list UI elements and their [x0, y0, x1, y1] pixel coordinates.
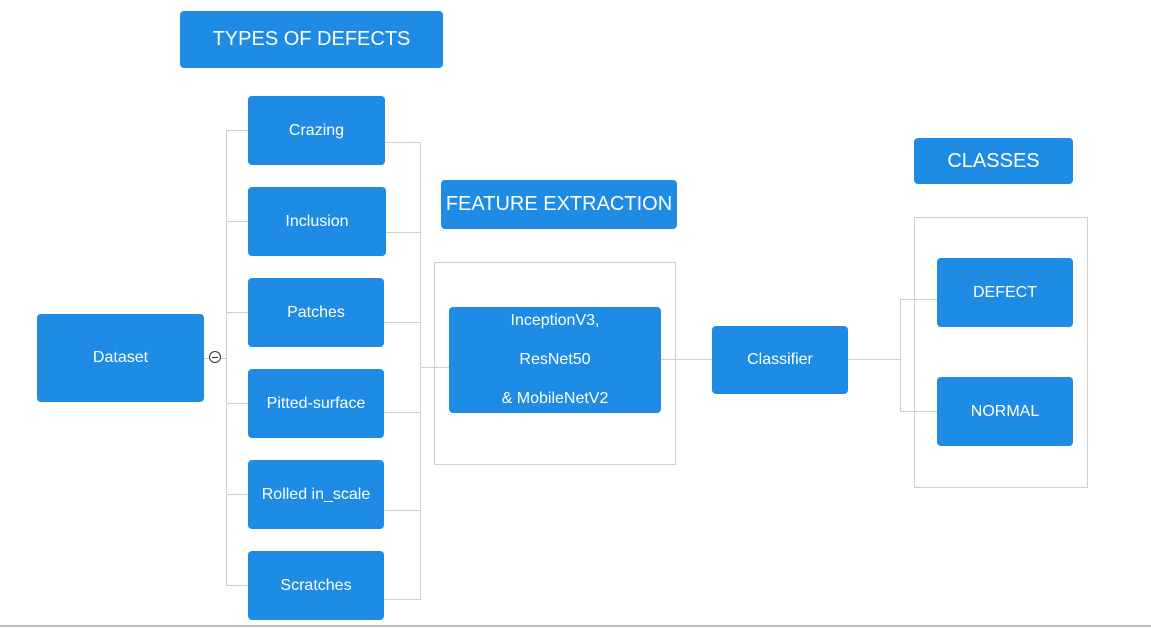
feature-extraction-frame [434, 262, 676, 465]
connector [900, 411, 937, 412]
connector [226, 130, 227, 586]
feature-extractor-line: ResNet50 [519, 351, 591, 368]
defect-node-rolled-in-scale[interactable]: Rolled in_scale [248, 460, 384, 529]
connector [420, 142, 421, 600]
connector [900, 299, 937, 300]
connector [386, 232, 420, 233]
classes-header: CLASSES [914, 138, 1073, 184]
feature-extraction-header: FEATURE EXTRACTION [441, 180, 677, 229]
connector [384, 510, 420, 511]
connector [226, 221, 248, 222]
connector [384, 142, 420, 143]
bottom-divider [0, 625, 1151, 627]
classifier-node[interactable]: Classifier [712, 326, 848, 394]
defect-node-inclusion[interactable]: Inclusion [248, 187, 386, 256]
defect-node-pitted-surface[interactable]: Pitted-surface [248, 369, 384, 438]
types-of-defects-header: TYPES OF DEFECTS [180, 11, 443, 68]
class-node-normal[interactable]: NORMAL [937, 377, 1073, 446]
connector [384, 599, 420, 600]
feature-extractor-line: & MobileNetV2 [501, 390, 609, 407]
connector [226, 585, 248, 586]
dataset-node[interactable]: Dataset [37, 314, 204, 402]
defect-node-scratches[interactable]: Scratches [248, 551, 384, 620]
connector [900, 299, 901, 412]
feature-extractor-node[interactable]: InceptionV3, ResNet50 & MobileNetV2 [449, 307, 661, 413]
defect-node-crazing[interactable]: Crazing [248, 96, 385, 165]
connector [226, 130, 248, 131]
collapse-minus-icon[interactable] [209, 351, 221, 363]
classes-frame [914, 217, 1088, 488]
connector [384, 322, 420, 323]
connector [226, 312, 248, 313]
connector [384, 412, 420, 413]
connector [622, 359, 712, 360]
feature-extractor-line: InceptionV3, [510, 312, 600, 329]
class-node-defect[interactable]: DEFECT [937, 258, 1073, 327]
defect-node-patches[interactable]: Patches [248, 278, 384, 347]
connector [226, 494, 248, 495]
connector [226, 403, 248, 404]
connector [848, 359, 900, 360]
